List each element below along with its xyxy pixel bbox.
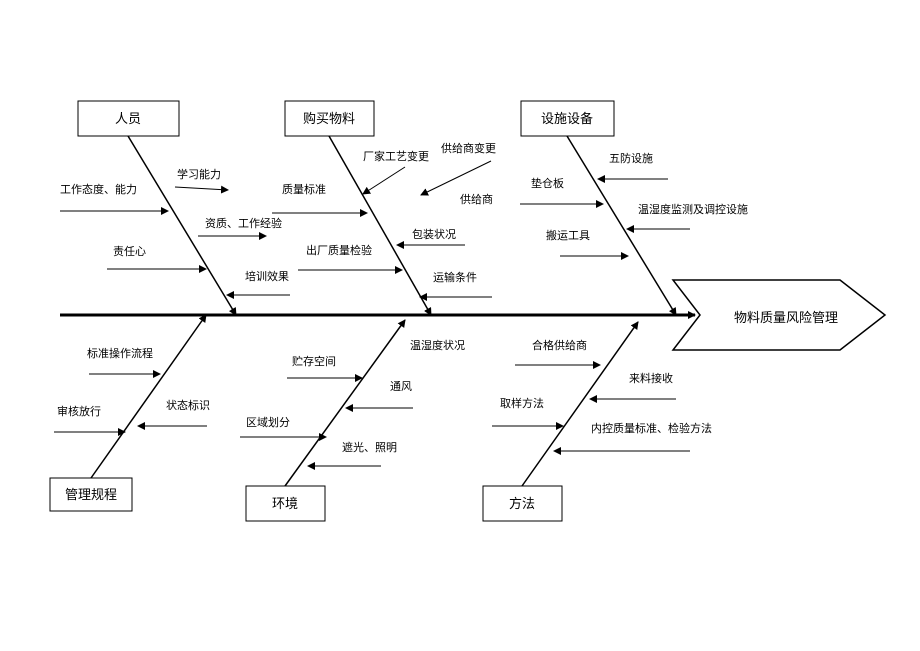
cause-label: 温湿度监测及调控设施 xyxy=(638,202,748,216)
bone-method xyxy=(521,321,639,487)
category-box-people xyxy=(77,100,180,137)
category-box-environment xyxy=(245,485,326,522)
cause-label: 运输条件 xyxy=(433,270,477,284)
category-material: 购买物料 厂家工艺变更 供给商变更 质量标准 供给商 包装状况 出厂质量检验 运… xyxy=(272,100,496,316)
head-shape xyxy=(671,279,887,351)
category-facility: 设施设备 五防设施 垫仓板 温湿度监测及调控设施 搬运工具 xyxy=(520,100,748,316)
cause-arrow xyxy=(420,160,492,196)
cause-label: 培训效果 xyxy=(245,269,289,283)
category-label-environment: 环境 xyxy=(272,497,298,512)
bone-environment xyxy=(284,319,406,487)
category-environment: 环境 温湿度状况 贮存空间 通风 区域划分 遮光、照明 xyxy=(240,319,465,522)
cause-label: 出厂质量检验 xyxy=(306,243,372,257)
category-label-method: 方法 xyxy=(509,496,535,512)
category-box-management xyxy=(49,477,133,512)
cause-label: 工作态度、能力 xyxy=(60,182,137,196)
cause-label: 标准操作流程 xyxy=(87,346,153,360)
bone-material xyxy=(328,135,432,316)
category-method: 方法 合格供给商 来料接收 取样方法 内控质量标准、检验方法 xyxy=(482,321,712,522)
cause-label: 贮存空间 xyxy=(292,354,336,368)
cause-label: 遮光、照明 xyxy=(342,440,397,454)
bone-facility xyxy=(566,135,677,316)
category-label-facility: 设施设备 xyxy=(541,111,593,127)
head-label: 物料质量风险管理 xyxy=(734,311,838,326)
cause-label: 区域划分 xyxy=(246,416,290,429)
category-box-material xyxy=(284,100,375,137)
cause-arrow xyxy=(174,185,229,194)
cause-arrow xyxy=(362,166,406,195)
cause-label: 包装状况 xyxy=(412,227,456,241)
cause-label: 五防设施 xyxy=(609,151,653,165)
category-label-people: 人员 xyxy=(115,112,141,127)
bone-people xyxy=(127,135,237,316)
cause-label: 学习能力 xyxy=(177,167,221,181)
cause-label: 供给商变更 xyxy=(441,141,496,155)
cause-label: 内控质量标准、检验方法 xyxy=(591,421,712,435)
cause-label: 取样方法 xyxy=(500,396,544,410)
cause-label: 搬运工具 xyxy=(546,228,590,242)
cause-label: 资质、工作经验 xyxy=(205,216,282,230)
cause-label: 垫仓板 xyxy=(531,176,564,190)
cause-label: 供给商 xyxy=(460,192,493,206)
category-management: 管理规程 标准操作流程 状态标识 审核放行 xyxy=(49,314,210,512)
cause-label: 厂家工艺变更 xyxy=(363,149,429,163)
category-label-management: 管理规程 xyxy=(65,488,117,503)
cause-label: 审核放行 xyxy=(57,404,101,418)
category-people: 人员 学习能力 工作态度、能力 资质、工作经验 责任心 培训效果 xyxy=(60,100,290,316)
category-box-facility xyxy=(520,100,615,137)
cause-label: 责任心 xyxy=(113,245,146,258)
cause-label: 质量标准 xyxy=(282,182,326,196)
cause-label: 状态标识 xyxy=(166,398,210,412)
bone-management xyxy=(90,314,207,479)
category-label-material: 购买物料 xyxy=(303,111,355,127)
cause-label: 通风 xyxy=(390,380,412,393)
cause-label: 来料接收 xyxy=(629,371,673,385)
cause-label: 温湿度状况 xyxy=(410,338,465,352)
cause-label: 合格供给商 xyxy=(532,338,587,352)
category-box-method xyxy=(482,485,563,522)
